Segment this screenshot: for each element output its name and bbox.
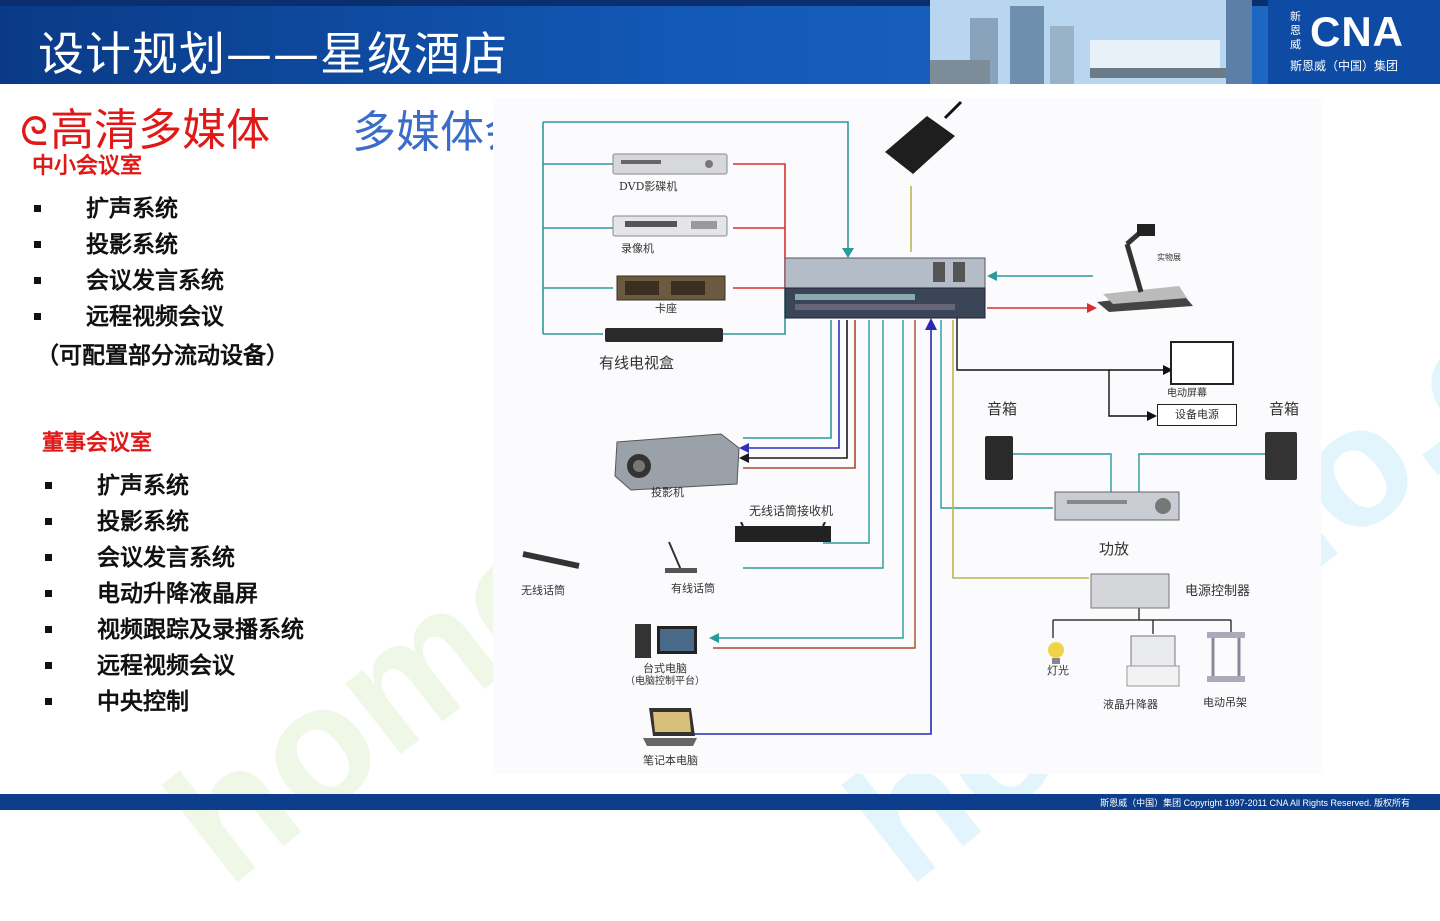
motor-screen-icon bbox=[1170, 341, 1234, 385]
cable-tv-label: 有线电视盒 bbox=[599, 354, 675, 372]
laptop-label: 笔记本电脑 bbox=[643, 754, 698, 767]
footer-copyright: 斯恩威（中国）集团 Copyright 1997-2011 CNA All Ri… bbox=[1100, 798, 1410, 808]
diagram-wiring bbox=[542, 121, 1265, 735]
wireless-mic-icon bbox=[522, 551, 580, 569]
amplifier-label: 功放 bbox=[1099, 540, 1130, 558]
square-bullet-icon bbox=[34, 313, 41, 320]
visualizer-label: 实物展 bbox=[1157, 253, 1181, 262]
square-bullet-icon bbox=[34, 241, 41, 248]
vcr-label: 录像机 bbox=[621, 242, 654, 255]
section-heading-text: 高清多媒体 bbox=[50, 105, 271, 156]
desktop-pc-label: 台式电脑 bbox=[643, 662, 687, 675]
header-top-stripe bbox=[0, 0, 1440, 6]
dvd-label: DVD影碟机 bbox=[619, 180, 678, 193]
av-system-diagram: DVD影碟机 录像机 卡座 有线电视盒 实物展 电动屏幕 设 bbox=[493, 98, 1321, 774]
square-bullet-icon bbox=[45, 698, 52, 705]
laptop-icon bbox=[643, 708, 697, 746]
motor-screen-label: 电动屏幕 bbox=[1167, 388, 1207, 399]
speaker-left-label: 音箱 bbox=[987, 400, 1018, 418]
speaker-left-icon bbox=[985, 436, 1013, 480]
central-mixer-icon bbox=[784, 257, 986, 319]
lighting-label: 灯光 bbox=[1047, 664, 1069, 677]
board-room-title: 董事会议室 bbox=[42, 431, 153, 456]
cassette-deck-icon bbox=[616, 275, 726, 301]
power-controller-icon bbox=[1090, 573, 1170, 609]
logo-subtitle: 斯恩威（中国）集团 bbox=[1290, 59, 1399, 73]
wireless-receiver-label: 无线话筒接收机 bbox=[749, 504, 834, 518]
desktop-pc-icon bbox=[635, 624, 697, 658]
wireless-device-icon bbox=[885, 100, 963, 174]
device-power-box: 设备电源 bbox=[1157, 404, 1237, 426]
motor-hanger-icon bbox=[1207, 632, 1245, 682]
amplifier-icon bbox=[1054, 491, 1180, 521]
square-bullet-icon bbox=[34, 205, 41, 212]
page-title: 设计规划——星级酒店 bbox=[38, 27, 508, 81]
cassette-label: 卡座 bbox=[655, 302, 677, 315]
lcd-lift-icon bbox=[1126, 635, 1180, 687]
wired-mic-icon bbox=[665, 541, 697, 573]
speaker-right-icon bbox=[1265, 432, 1297, 480]
speaker-right-label: 音箱 bbox=[1269, 400, 1300, 418]
document-visualizer-icon bbox=[1097, 224, 1193, 312]
dvd-player-icon bbox=[612, 153, 728, 175]
motor-hanger-label: 电动吊架 bbox=[1203, 696, 1247, 709]
power-controller-label: 电源控制器 bbox=[1185, 584, 1251, 599]
bullet-ornament-icon: ᘓ bbox=[20, 109, 49, 155]
logo-vertical-text: 新恩威 bbox=[1290, 10, 1301, 51]
wired-mic-label: 有线话筒 bbox=[671, 582, 715, 595]
square-bullet-icon bbox=[45, 662, 52, 669]
wireless-receiver-icon bbox=[735, 522, 831, 542]
wireless-mic-label: 无线话筒 bbox=[521, 584, 565, 597]
vcr-icon bbox=[612, 215, 728, 237]
footer-bar bbox=[0, 794, 1440, 810]
logo-panel bbox=[1268, 0, 1440, 84]
header-cityscape-image bbox=[930, 0, 1252, 84]
square-bullet-icon bbox=[45, 482, 52, 489]
cable-tv-box-icon bbox=[605, 328, 723, 342]
company-logo: CNA bbox=[1310, 8, 1404, 55]
light-bulb-icon bbox=[1048, 642, 1064, 664]
small-room-title: 中小会议室 bbox=[32, 154, 143, 179]
square-bullet-icon bbox=[34, 277, 41, 284]
square-bullet-icon bbox=[45, 554, 52, 561]
projector-icon bbox=[614, 433, 740, 491]
projector-label: 投影机 bbox=[651, 486, 684, 499]
lcd-lift-label: 液晶升降器 bbox=[1103, 698, 1158, 711]
square-bullet-icon bbox=[45, 626, 52, 633]
section-heading: ᘓ高清多媒体 bbox=[20, 94, 270, 158]
desktop-pc-note: （电脑控制平台） bbox=[625, 676, 705, 687]
square-bullet-icon bbox=[45, 590, 52, 597]
small-room-note: （可配置部分流动设备） bbox=[36, 343, 289, 369]
square-bullet-icon bbox=[45, 518, 52, 525]
